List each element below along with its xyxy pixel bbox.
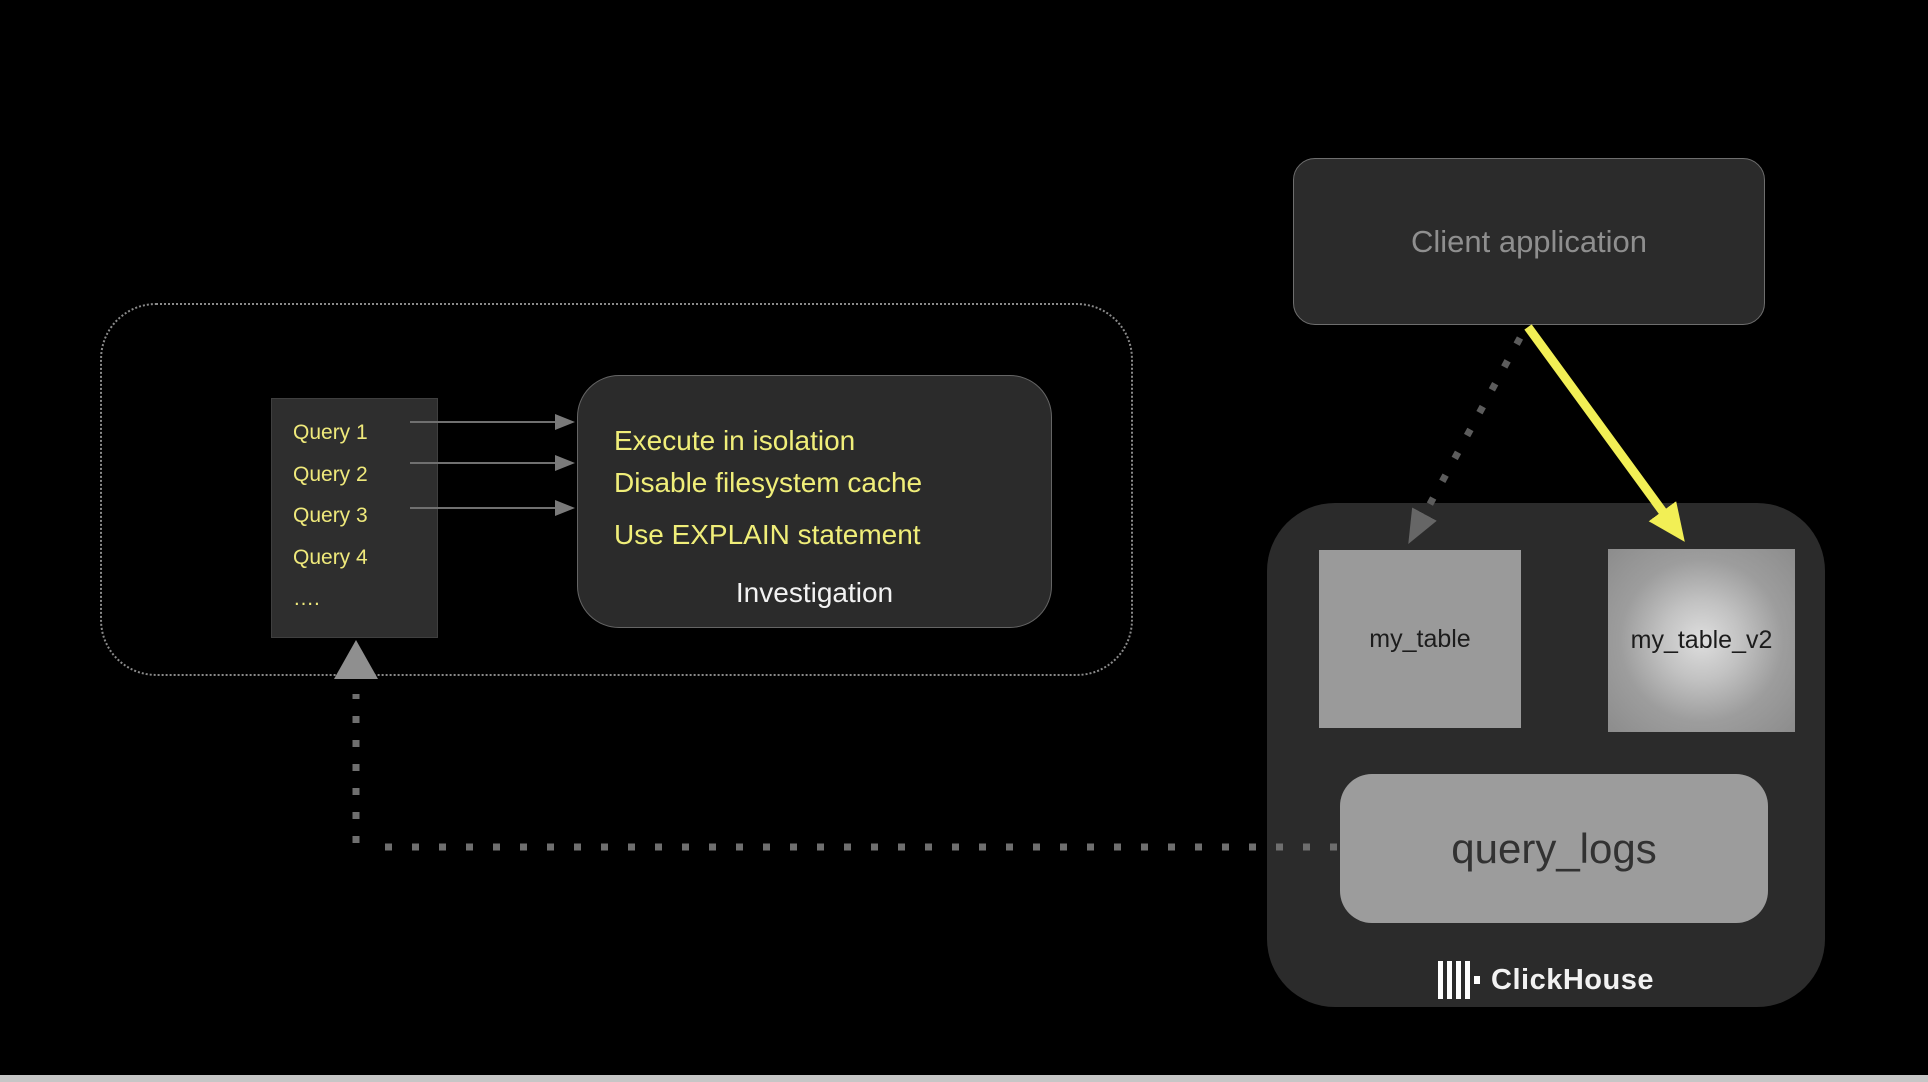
investigation-tip: Use EXPLAIN statement bbox=[614, 519, 921, 550]
query-item-ellipsis: …. bbox=[293, 587, 320, 610]
client-to-mytablev2-yellow-arrow bbox=[1524, 324, 1685, 542]
querylogs-feedback-dotted-path bbox=[334, 640, 1337, 851]
query-list-box: Query 1 Query 2 Query 3 Query 4 …. bbox=[271, 398, 438, 638]
investigation-box: Execute in isolation Disable filesystem … bbox=[577, 375, 1052, 628]
query-item: Query 2 bbox=[293, 462, 368, 486]
my-table-v2-node: my_table_v2 bbox=[1608, 549, 1795, 732]
clickhouse-container: my_table my_table_v2 query_logs ClickHou… bbox=[1267, 503, 1825, 1007]
clickhouse-brand: ClickHouse bbox=[1267, 961, 1825, 999]
client-application-box: Client application bbox=[1293, 158, 1765, 325]
investigation-label: Investigation bbox=[735, 577, 894, 608]
investigation-tip: Disable filesystem cache bbox=[614, 467, 923, 498]
query-logs-label: query_logs bbox=[1451, 824, 1657, 872]
clickhouse-logo-icon bbox=[1438, 961, 1481, 999]
investigation-group-outline bbox=[100, 303, 1133, 676]
my-table-label: my_table bbox=[1369, 624, 1471, 653]
query-to-investigation-arrows bbox=[410, 414, 575, 516]
feedback-arrowhead bbox=[334, 640, 378, 679]
query-logs-node: query_logs bbox=[1340, 774, 1768, 923]
slide-bottom-edge bbox=[0, 1075, 1928, 1082]
investigation-tip: Execute in isolation bbox=[614, 425, 856, 456]
query-item: Query 4 bbox=[293, 545, 368, 569]
clickhouse-wordmark: ClickHouse bbox=[1491, 963, 1654, 996]
query-item: Query 1 bbox=[293, 421, 368, 444]
query-item: Query 3 bbox=[293, 504, 368, 527]
my-table-node: my_table bbox=[1319, 550, 1521, 728]
my-table-v2-label: my_table_v2 bbox=[1630, 626, 1773, 654]
client-application-label: Client application bbox=[1410, 223, 1648, 259]
client-to-mytable-dotted-arrow bbox=[1408, 336, 1524, 545]
